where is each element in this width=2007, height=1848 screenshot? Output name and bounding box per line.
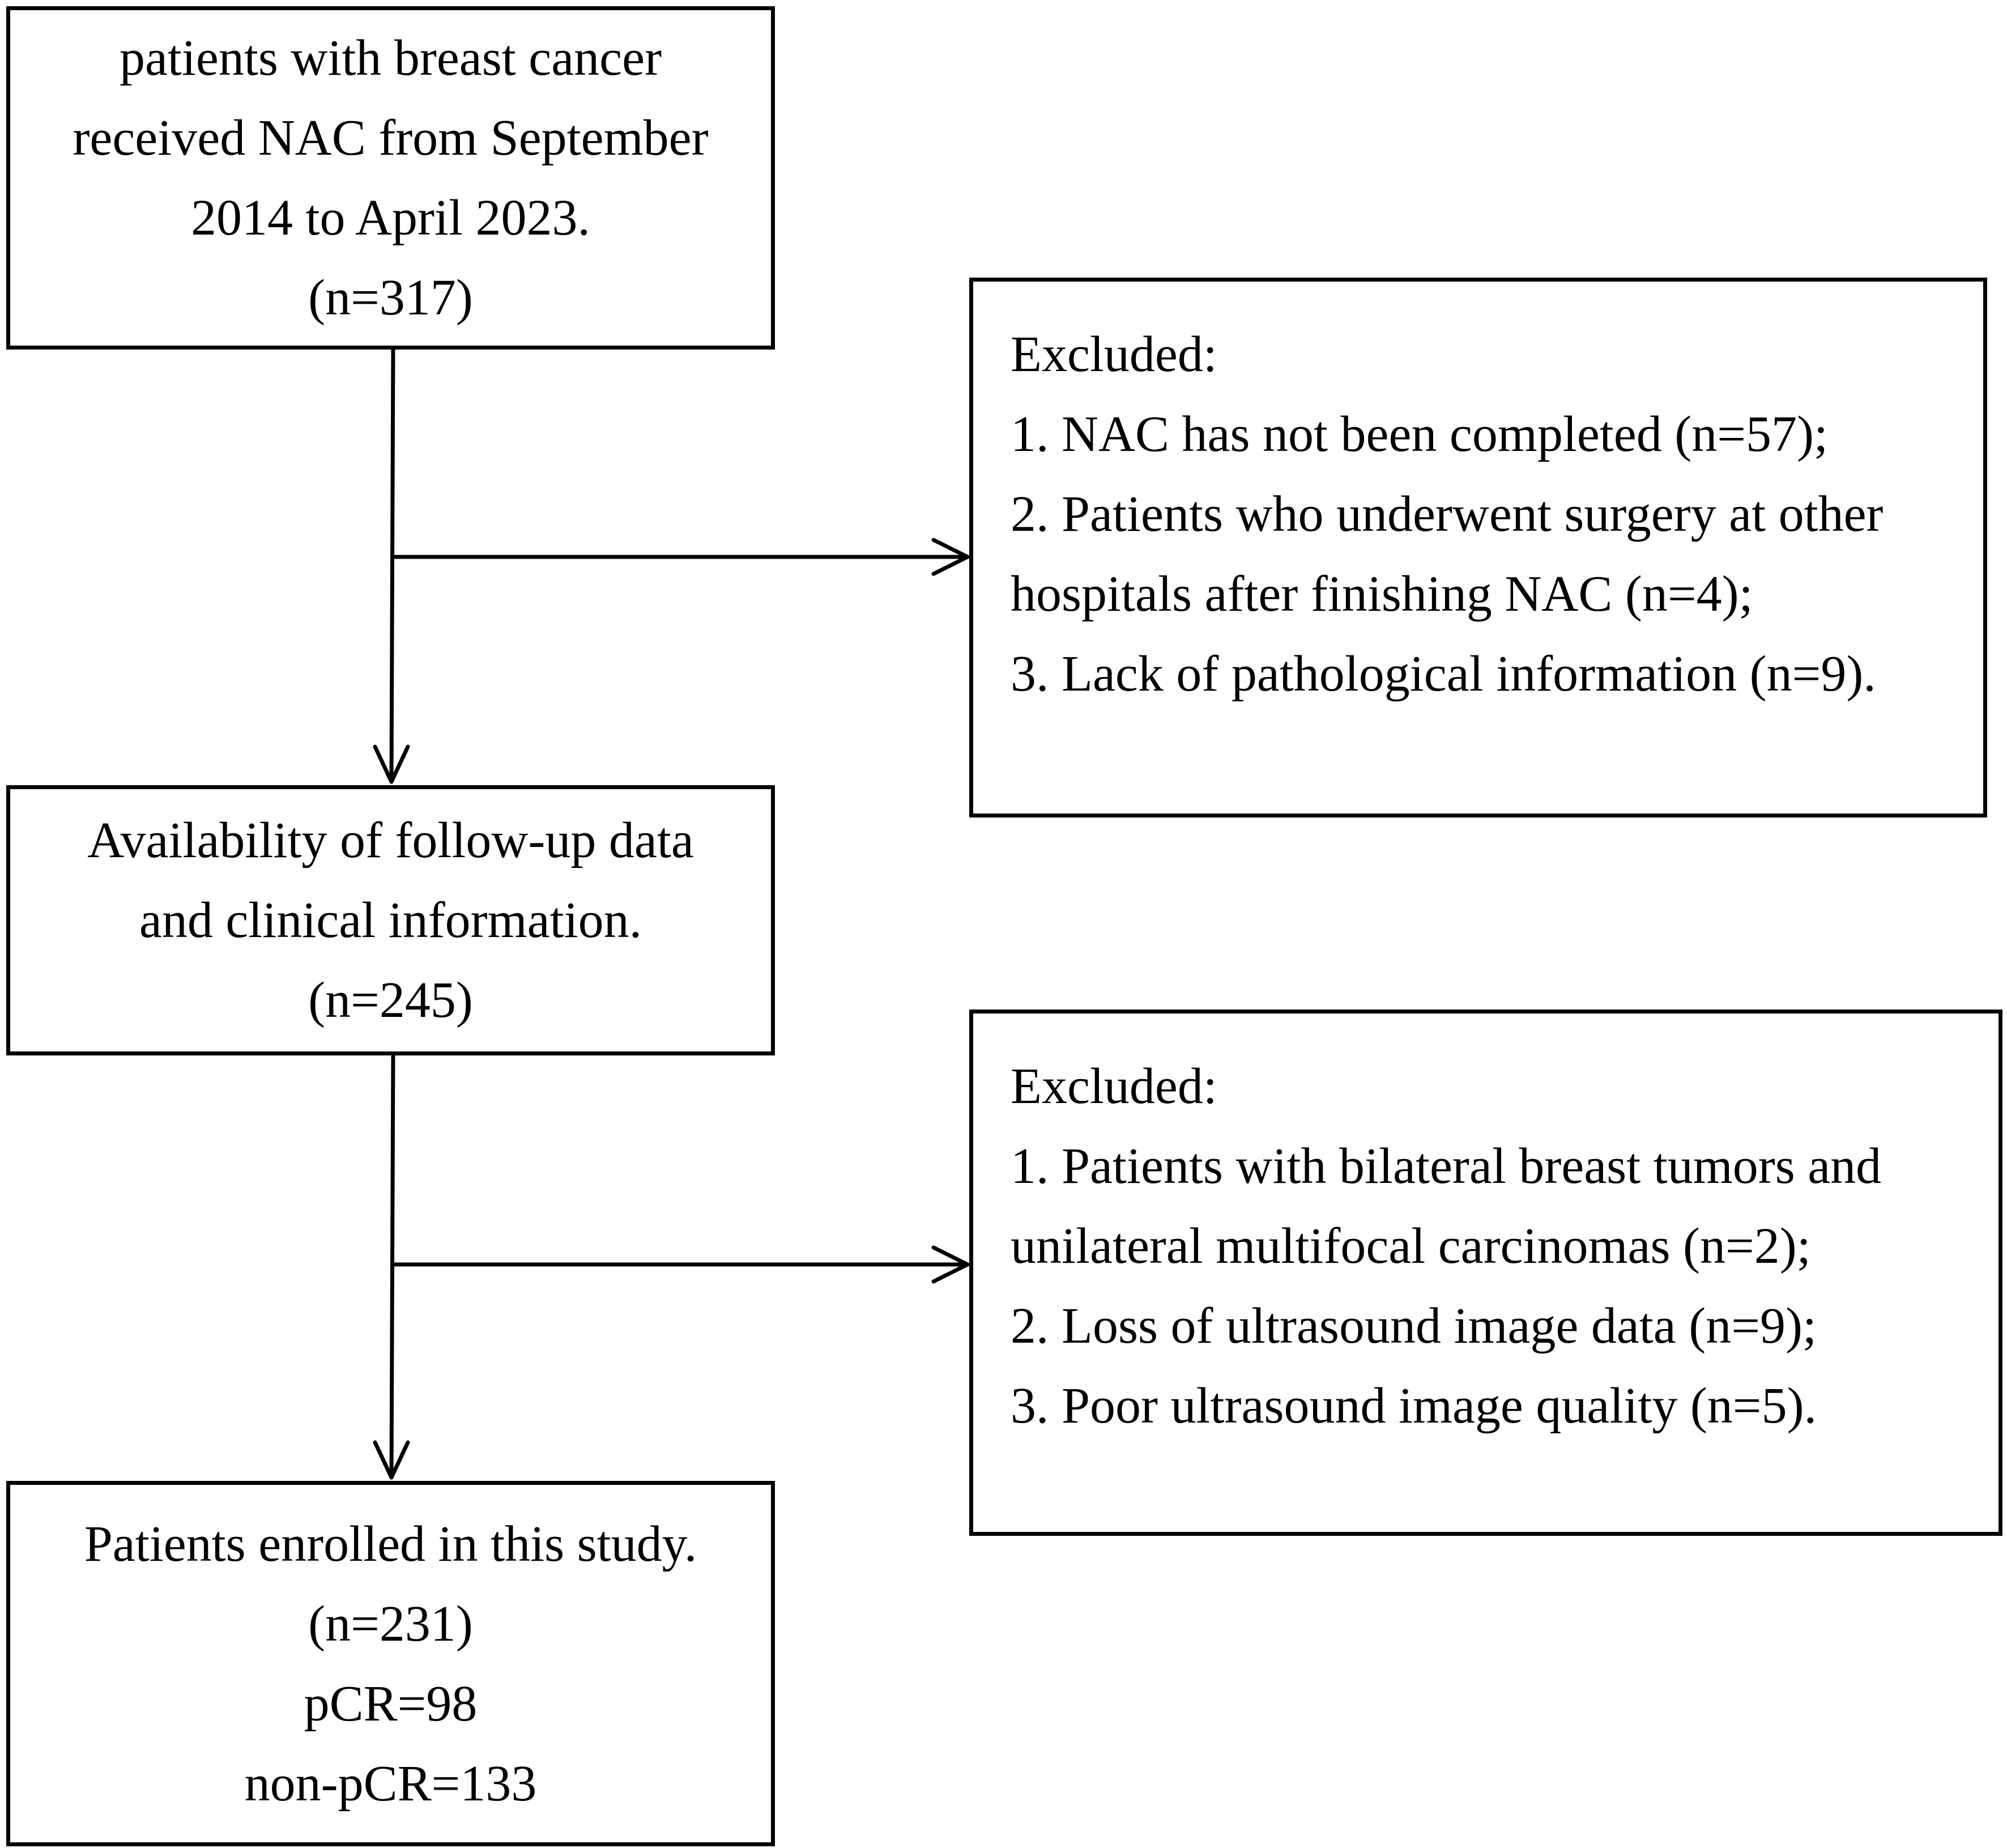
arrow-initial-to-followup-head xyxy=(373,744,410,784)
followup-line-2: and clinical information. xyxy=(139,892,642,948)
exclusion-1-item-2-cont: hospitals after finishing NAC (n=4); xyxy=(1011,566,1753,622)
exclusion-1-heading: Excluded: xyxy=(1011,326,1217,382)
exclusion-1-item-3: 3. Lack of pathological information (n=9… xyxy=(1011,646,1876,702)
enrolled-pcr: pCR=98 xyxy=(304,1675,478,1732)
enrolled-line-1: Patients enrolled in this study. xyxy=(84,1515,697,1572)
initial-cohort-box: patients with breast cancer received NAC… xyxy=(6,6,775,350)
exclusion-2-item-2: 2. Loss of ultrasound image data (n=9); xyxy=(1011,1298,1817,1354)
exclusion-1-item-2: 2. Patients who underwent surgery at oth… xyxy=(1011,486,1884,542)
arrow-to-exclusion-2-head xyxy=(931,1245,970,1284)
initial-cohort-count: (n=317) xyxy=(308,270,473,326)
exclusion-2-item-3: 3. Poor ultrasound image quality (n=5). xyxy=(1011,1378,1817,1434)
exclusion-2-item-1: 1. Patients with bilateral breast tumors… xyxy=(1011,1138,1882,1194)
exclusion-box-2: Excluded: 1. Patients with bilateral bre… xyxy=(969,1010,2002,1536)
exclusion-box-1: Excluded: 1. NAC has not been completed … xyxy=(969,278,1987,817)
exclusion-2-item-1-cont: unilateral multifocal carcinomas (n=2); xyxy=(1011,1218,1811,1274)
arrow-followup-to-enrolled-head xyxy=(373,1440,410,1480)
exclusion-1-item-1: 1. NAC has not been completed (n=57); xyxy=(1011,406,1828,462)
exclusion-2-heading: Excluded: xyxy=(1011,1058,1217,1114)
followup-line-1: Availability of follow-up data xyxy=(87,812,694,868)
enrolled-non-pcr: non-pCR=133 xyxy=(244,1755,537,1812)
followup-count: (n=245) xyxy=(308,972,473,1028)
initial-cohort-line-3: 2014 to April 2023. xyxy=(190,190,590,246)
arrow-followup-to-enrolled-shaft xyxy=(389,1053,395,1480)
initial-cohort-line-1: patients with breast cancer xyxy=(119,30,662,86)
arrow-initial-to-followup-shaft xyxy=(389,347,395,784)
initial-cohort-line-2: received NAC from September xyxy=(73,110,709,166)
arrow-to-exclusion-1-head xyxy=(931,538,970,576)
followup-box: Availability of follow-up data and clini… xyxy=(6,785,775,1055)
enrolled-count: (n=231) xyxy=(308,1595,473,1652)
enrolled-box: Patients enrolled in this study. (n=231)… xyxy=(6,1481,775,1846)
